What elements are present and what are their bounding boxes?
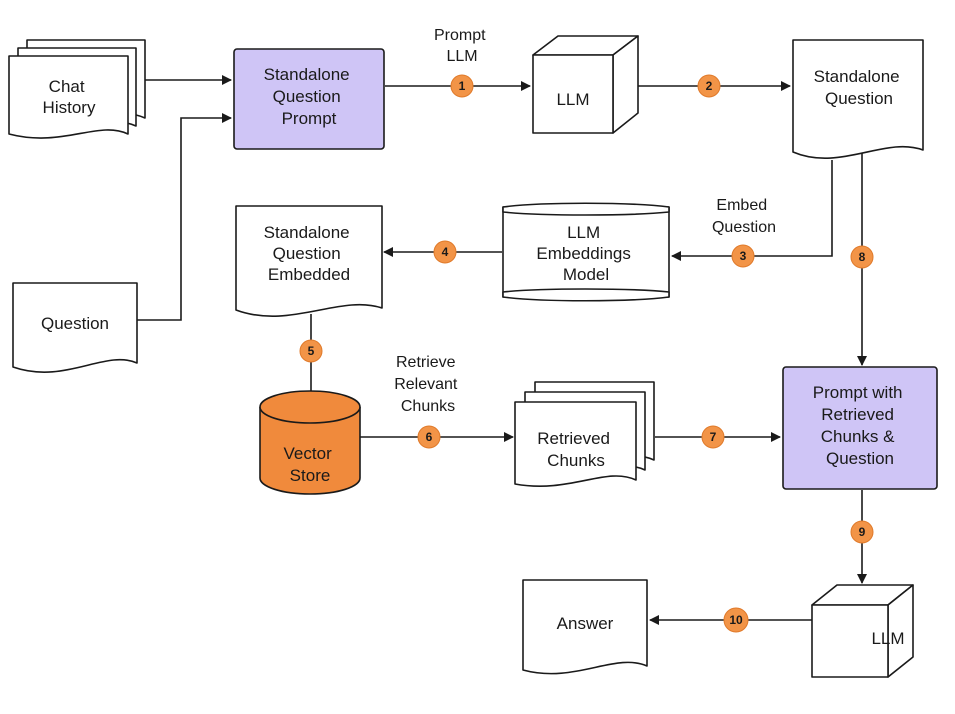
standalone-question-node: Standalone Question xyxy=(792,39,924,160)
edges xyxy=(133,75,867,625)
llm-embeddings-model-node: LLM Embeddings Model xyxy=(502,202,670,302)
vector-store-node: Vector Store xyxy=(259,390,361,495)
edge-label-retrieve-relevant-chunks: Retrieve Relevant Chunks xyxy=(394,354,462,415)
edge-question-to-prompt xyxy=(137,113,232,321)
step-badge-7: 7 xyxy=(701,425,725,449)
chat-history-line-2: History xyxy=(43,98,96,117)
svg-text:4: 4 xyxy=(442,245,449,259)
answer-node: Answer xyxy=(522,579,648,675)
step-badge-1: 1 xyxy=(450,74,474,98)
step-badge-2: 2 xyxy=(697,74,721,98)
standalone-question-prompt-label: Standalone Question Prompt xyxy=(264,65,355,128)
chat-history-node: Chat History xyxy=(8,39,146,139)
llm-top-node: LLM xyxy=(532,35,639,134)
step-badge-9: 9 xyxy=(850,520,874,544)
standalone-question-embedded-label: Standalone Question Embedded xyxy=(264,223,355,284)
llm-bottom-label: LLM xyxy=(871,629,904,648)
llm-bottom-node: LLM xyxy=(811,584,914,678)
question-input-label: Question xyxy=(41,314,109,333)
step-badge-8: 8 xyxy=(850,245,874,269)
llm-embeddings-model-label: LLM Embeddings Model xyxy=(536,223,635,284)
edge-label-embed-question: Embed Question xyxy=(712,197,776,236)
svg-text:10: 10 xyxy=(729,613,743,627)
chat-history-label: Chat History xyxy=(43,77,96,117)
prompt-with-chunks-node: Prompt with Retrieved Chunks & Question xyxy=(782,366,938,490)
vector-store-label: Vector Store xyxy=(284,444,337,485)
svg-text:6: 6 xyxy=(426,430,433,444)
prompt-with-chunks-label: Prompt with Retrieved Chunks & Question xyxy=(813,383,907,468)
step-badge-10: 10 xyxy=(723,607,749,633)
svg-text:5: 5 xyxy=(308,344,315,358)
retrieved-chunks-label: Retrieved Chunks xyxy=(537,429,615,470)
edge-step-3 xyxy=(671,160,833,261)
step-badge-5: 5 xyxy=(299,339,323,363)
step-badge-4: 4 xyxy=(433,240,457,264)
svg-text:2: 2 xyxy=(706,79,713,93)
standalone-question-prompt-node: Standalone Question Prompt xyxy=(233,48,385,150)
step-badge-3: 3 xyxy=(731,244,755,268)
svg-text:9: 9 xyxy=(859,525,866,539)
step-badges: 1 2 3 4 5 6 7 8 xyxy=(299,74,874,633)
svg-text:3: 3 xyxy=(740,249,747,263)
standalone-question-embedded-node: Standalone Question Embedded xyxy=(235,205,383,318)
svg-text:8: 8 xyxy=(859,250,866,264)
step-badge-6: 6 xyxy=(417,425,441,449)
standalone-question-label: Standalone Question xyxy=(814,67,905,108)
llm-top-label: LLM xyxy=(556,90,589,109)
retrieved-chunks-node: Retrieved Chunks xyxy=(514,381,655,488)
svg-text:7: 7 xyxy=(710,430,717,444)
answer-label: Answer xyxy=(557,614,614,633)
edge-label-prompt-llm: Prompt LLM xyxy=(434,27,490,65)
svg-text:1: 1 xyxy=(459,79,466,93)
chat-history-line-1: Chat xyxy=(49,77,85,96)
question-input-node: Question xyxy=(12,282,138,373)
